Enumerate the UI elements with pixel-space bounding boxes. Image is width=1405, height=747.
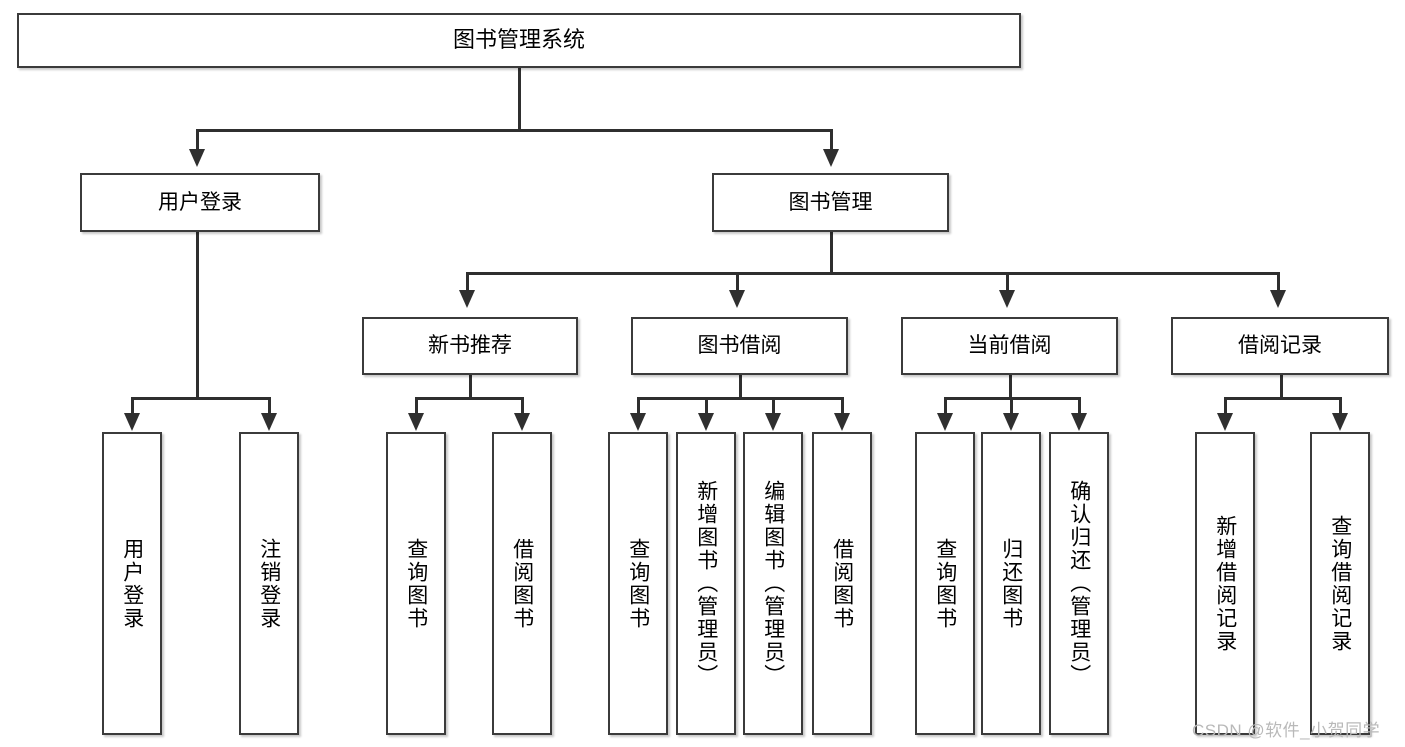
node-leaf-add-record[interactable]: 新增借阅记录 bbox=[1195, 432, 1255, 735]
node-leaf-add-record-label: 新增借阅记录 bbox=[1213, 514, 1237, 653]
edge-new-book-rec-stem bbox=[469, 375, 472, 399]
edge-current-borrow-drop-3 bbox=[1078, 397, 1081, 415]
edge-current-borrow-drop-2 bbox=[1010, 397, 1013, 415]
node-leaf-borrow-book-1-label: 借阅图书 bbox=[510, 537, 534, 630]
watermark-text: CSDN @软件_小贺同学 bbox=[1192, 721, 1381, 740]
arrow-borrow-record-leaf-2 bbox=[1332, 413, 1348, 431]
arrow-book-borrow-leaf-2 bbox=[698, 413, 714, 431]
node-leaf-confirm-return[interactable]: 确认归还（管理员） bbox=[1049, 432, 1109, 735]
node-leaf-query-record-label: 查询借阅记录 bbox=[1328, 514, 1352, 653]
edge-book-manage-drop-3 bbox=[1006, 272, 1009, 292]
edge-book-borrow-bus bbox=[637, 397, 844, 400]
edge-root-bus bbox=[196, 129, 833, 132]
arrow-current-borrow-leaf-2 bbox=[1003, 413, 1019, 431]
edge-borrow-record-bus bbox=[1224, 397, 1342, 400]
node-leaf-query-book-2-label: 查询图书 bbox=[626, 537, 650, 630]
edge-book-manage-stem bbox=[830, 232, 833, 274]
edge-book-borrow-stem bbox=[739, 375, 742, 399]
edge-user-login-stem bbox=[196, 232, 199, 398]
node-user-login-label: 用户登录 bbox=[158, 190, 242, 214]
node-leaf-edit-book-label: 编辑图书（管理员） bbox=[761, 480, 785, 687]
edge-borrow-record-stem bbox=[1280, 375, 1283, 399]
arrow-new-book-rec-leaf-2 bbox=[514, 413, 530, 431]
node-leaf-add-book[interactable]: 新增图书（管理员） bbox=[676, 432, 736, 735]
edge-borrow-record-drop-1 bbox=[1224, 397, 1227, 415]
arrow-book-borrow-leaf-1 bbox=[630, 413, 646, 431]
node-current-borrow-label: 当前借阅 bbox=[967, 334, 1052, 358]
arrow-book-manage-to-new-book-rec bbox=[459, 290, 475, 308]
arrow-current-borrow-leaf-1 bbox=[937, 413, 953, 431]
node-leaf-return-book-label: 归还图书 bbox=[999, 537, 1023, 630]
edge-book-manage-drop-4 bbox=[1277, 272, 1280, 292]
edge-new-book-rec-drop-2 bbox=[521, 397, 524, 415]
node-leaf-user-logout[interactable]: 注销登录 bbox=[239, 432, 299, 735]
node-user-login[interactable]: 用户登录 bbox=[80, 173, 320, 232]
edge-user-login-drop-2 bbox=[268, 397, 271, 415]
edge-book-manage-bus bbox=[466, 272, 1280, 275]
edge-root-to-book-manage bbox=[830, 129, 833, 151]
node-new-book-rec[interactable]: 新书推荐 bbox=[362, 317, 578, 375]
node-leaf-user-login[interactable]: 用户登录 bbox=[102, 432, 162, 735]
edge-new-book-rec-drop-1 bbox=[415, 397, 418, 415]
node-leaf-borrow-book-2[interactable]: 借阅图书 bbox=[812, 432, 872, 735]
node-borrow-record-label: 借阅记录 bbox=[1238, 334, 1322, 358]
node-book-borrow[interactable]: 图书借阅 bbox=[631, 317, 848, 375]
node-leaf-query-book-1-label: 查询图书 bbox=[404, 537, 428, 630]
arrow-new-book-rec-leaf-1 bbox=[408, 413, 424, 431]
node-book-manage-label: 图书管理 bbox=[788, 190, 873, 214]
node-leaf-query-book-1[interactable]: 查询图书 bbox=[386, 432, 446, 735]
node-root[interactable]: 图书管理系统 bbox=[17, 13, 1021, 68]
edge-book-borrow-drop-4 bbox=[841, 397, 844, 415]
node-leaf-query-book-2[interactable]: 查询图书 bbox=[608, 432, 668, 735]
edge-user-login-drop-1 bbox=[131, 397, 134, 415]
node-leaf-query-book-3-label: 查询图书 bbox=[933, 537, 957, 630]
node-leaf-query-record[interactable]: 查询借阅记录 bbox=[1310, 432, 1370, 735]
node-leaf-add-book-label: 新增图书（管理员） bbox=[694, 480, 718, 687]
node-leaf-return-book[interactable]: 归还图书 bbox=[981, 432, 1041, 735]
edge-borrow-record-drop-2 bbox=[1339, 397, 1342, 415]
arrow-root-to-user-login bbox=[189, 149, 205, 167]
node-root-label: 图书管理系统 bbox=[452, 27, 585, 53]
arrow-book-manage-to-borrow-record bbox=[1270, 290, 1286, 308]
edge-root-to-user-login bbox=[196, 129, 199, 151]
node-leaf-user-logout-label: 注销登录 bbox=[257, 537, 281, 630]
node-leaf-confirm-return-label: 确认归还（管理员） bbox=[1067, 480, 1091, 687]
edge-book-borrow-drop-3 bbox=[772, 397, 775, 415]
edge-new-book-rec-bus bbox=[415, 397, 524, 400]
edge-user-login-bus bbox=[131, 397, 271, 400]
arrow-user-login-leaf-1 bbox=[124, 413, 140, 431]
edge-book-manage-drop-2 bbox=[736, 272, 739, 292]
edge-current-borrow-stem bbox=[1009, 375, 1012, 399]
node-leaf-borrow-book-2-label: 借阅图书 bbox=[830, 537, 854, 630]
node-leaf-edit-book[interactable]: 编辑图书（管理员） bbox=[743, 432, 803, 735]
edge-book-borrow-drop-1 bbox=[637, 397, 640, 415]
arrow-book-borrow-leaf-4 bbox=[834, 413, 850, 431]
arrow-root-to-book-manage bbox=[823, 149, 839, 167]
arrow-book-manage-to-book-borrow bbox=[729, 290, 745, 308]
arrow-borrow-record-leaf-1 bbox=[1217, 413, 1233, 431]
edge-book-borrow-drop-2 bbox=[705, 397, 708, 415]
arrow-book-borrow-leaf-3 bbox=[765, 413, 781, 431]
edge-book-manage-drop-1 bbox=[466, 272, 469, 292]
arrow-book-manage-to-current-borrow bbox=[999, 290, 1015, 308]
node-leaf-borrow-book-1[interactable]: 借阅图书 bbox=[492, 432, 552, 735]
arrow-current-borrow-leaf-3 bbox=[1071, 413, 1087, 431]
node-book-borrow-label: 图书借阅 bbox=[697, 334, 782, 358]
arrow-user-login-leaf-2 bbox=[261, 413, 277, 431]
node-book-manage[interactable]: 图书管理 bbox=[712, 173, 949, 232]
node-borrow-record[interactable]: 借阅记录 bbox=[1171, 317, 1389, 375]
edge-current-borrow-drop-1 bbox=[944, 397, 947, 415]
edge-root-stem bbox=[518, 68, 521, 130]
node-leaf-user-login-label: 用户登录 bbox=[120, 537, 144, 630]
node-current-borrow[interactable]: 当前借阅 bbox=[901, 317, 1118, 375]
node-leaf-query-book-3[interactable]: 查询图书 bbox=[915, 432, 975, 735]
node-new-book-rec-label: 新书推荐 bbox=[428, 334, 512, 358]
